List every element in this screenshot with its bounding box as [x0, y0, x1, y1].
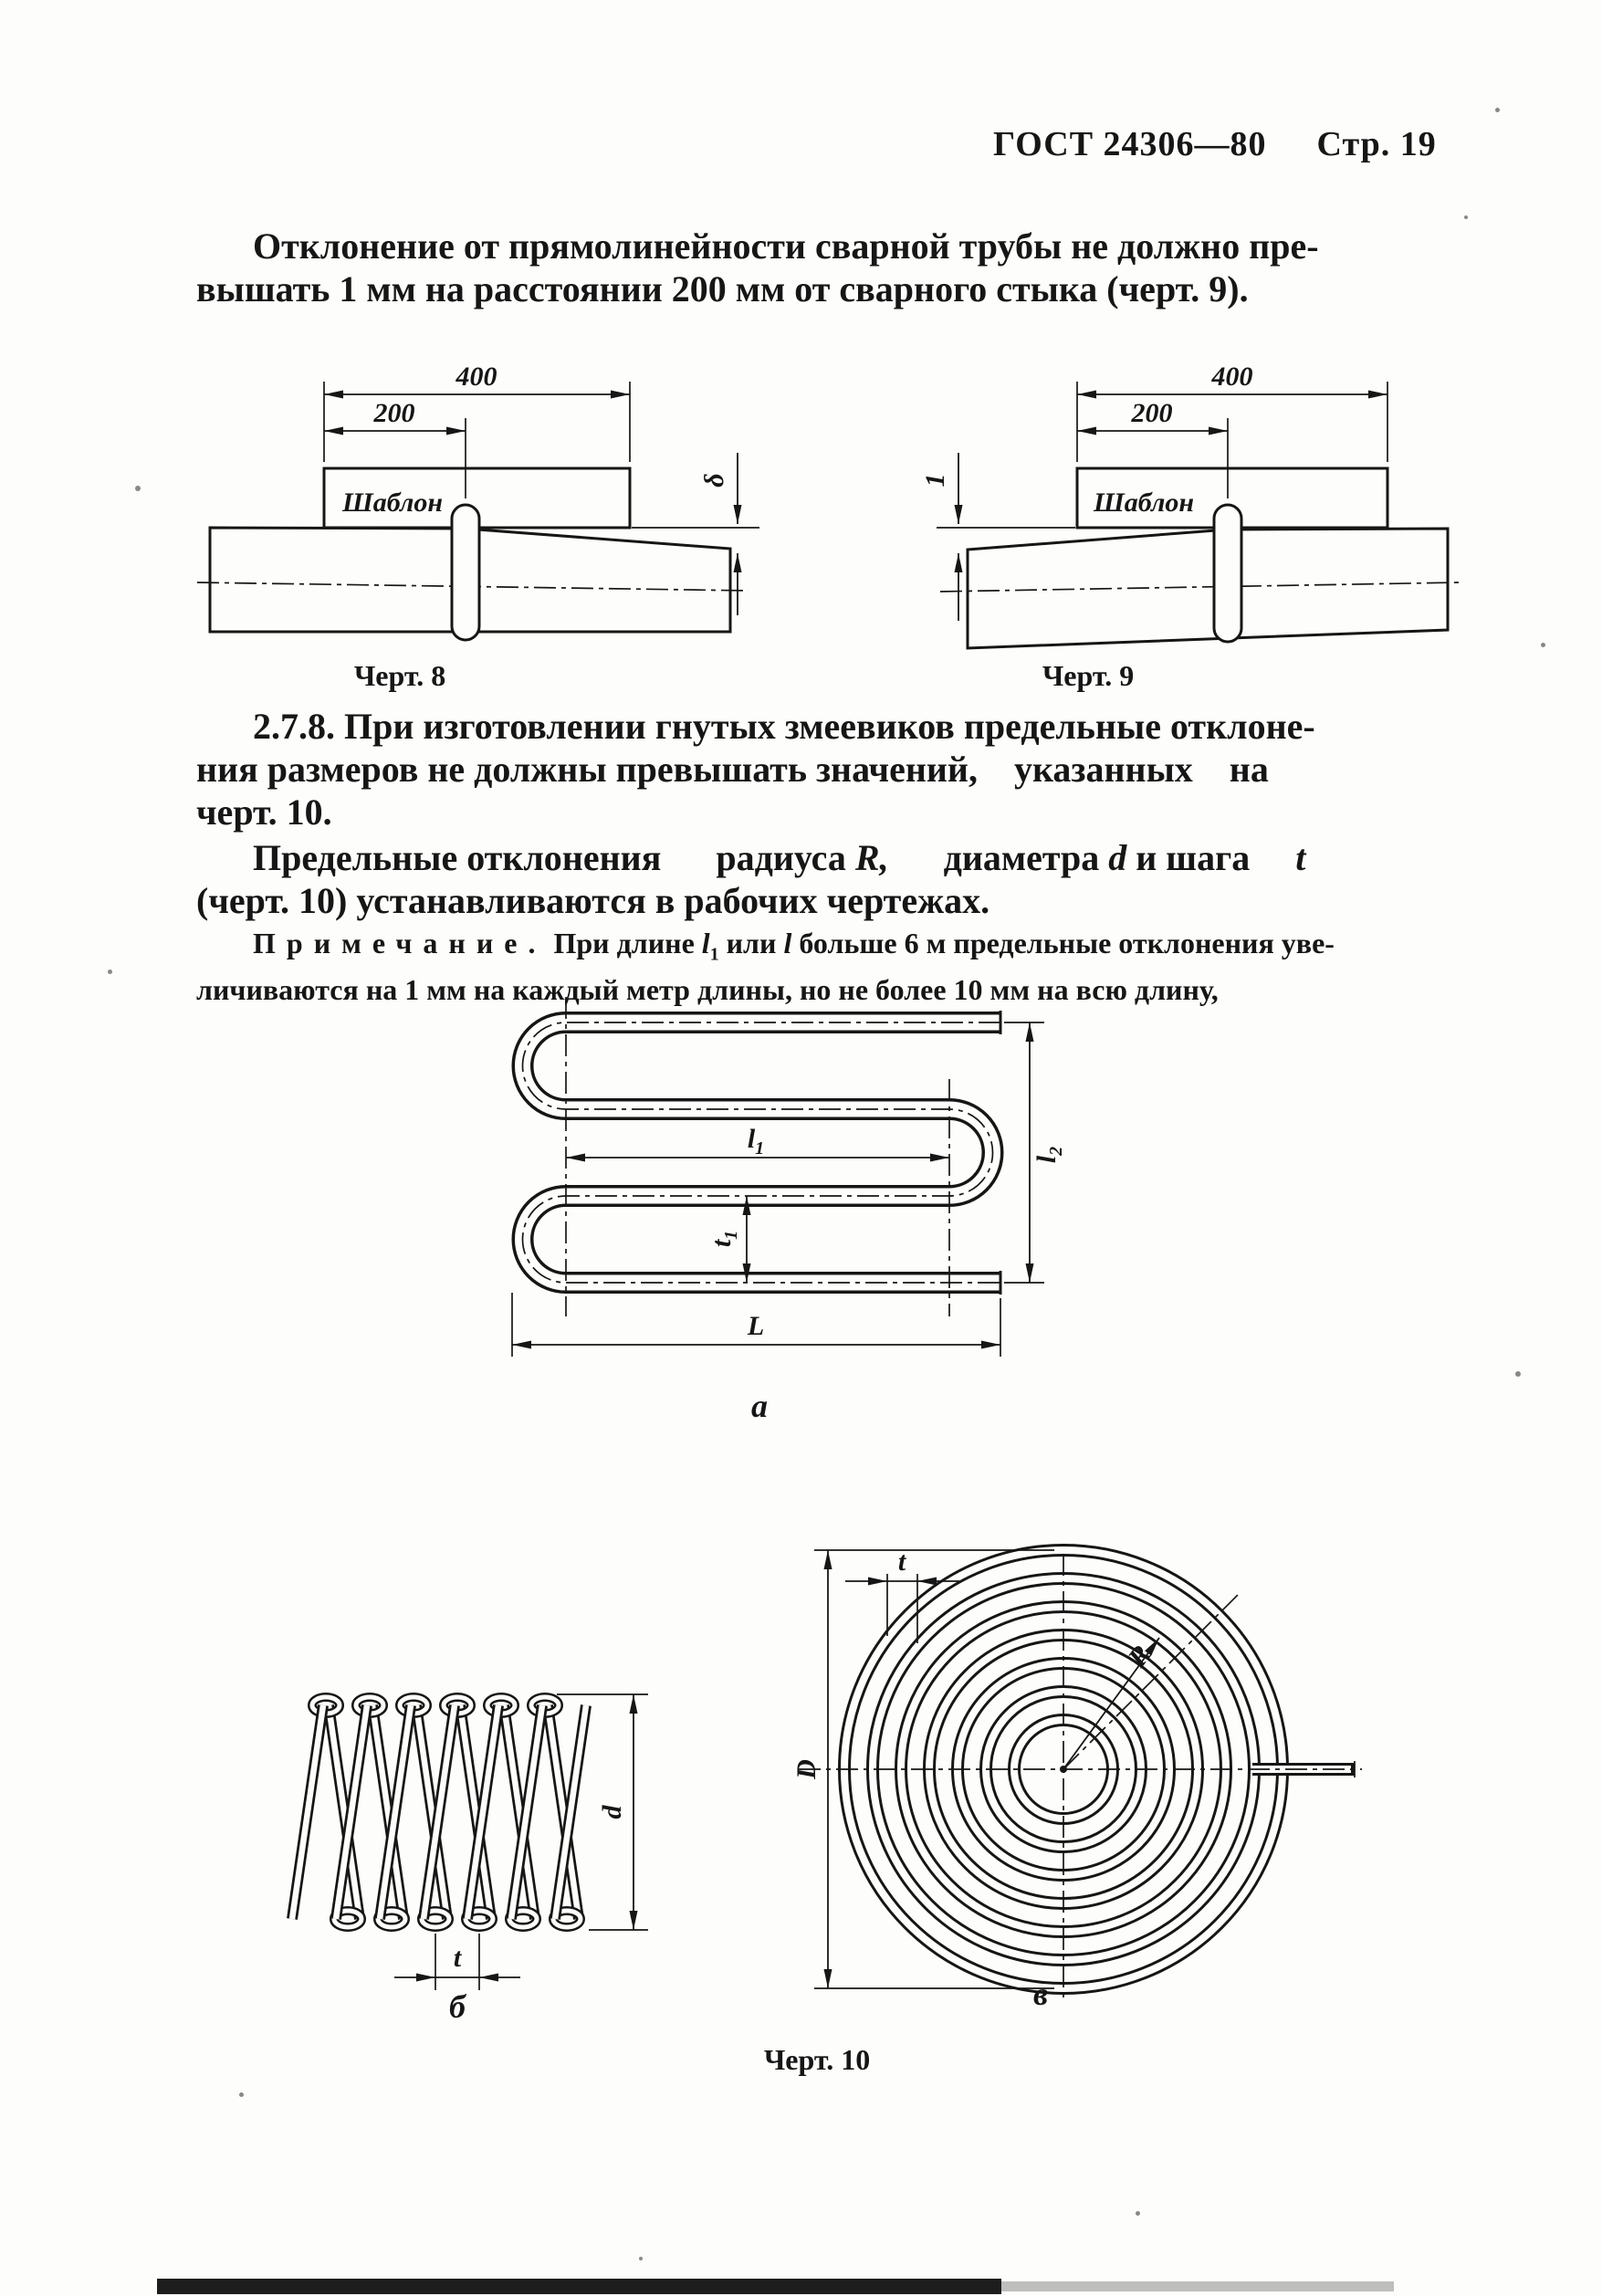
dim-l2-label: l2: [1031, 1147, 1066, 1163]
fig9-dim-200: 200: [1077, 398, 1229, 498]
label-b: б: [449, 1988, 467, 2025]
text-segment: При длине: [546, 927, 702, 959]
figure-10a-serpentine: l1 t1 l2 L а: [511, 997, 1066, 1424]
fig8-deviation-label: δ: [699, 473, 729, 487]
text-line: вышать 1 мм на расстоянии 200 мм от свар…: [196, 268, 1249, 309]
dim-t-spiral-label: t: [898, 1546, 907, 1577]
fig9-dim-400-label: 400: [1211, 362, 1253, 392]
text-segment: больше 6 м предельные отклонения уве-: [791, 927, 1335, 959]
scan-speck: [1495, 108, 1500, 112]
text-segment: Предельные отклонения радиуса: [253, 837, 855, 878]
text-line: Примечание. При длине l1 или l больше 6 …: [196, 926, 1476, 972]
page-header: ГОСТ 24306—80 Стр. 19: [993, 124, 1437, 164]
text-line: ния размеров не должны превышать значени…: [196, 749, 1269, 790]
figure-10b-helical-coil: d t б: [287, 1693, 648, 2025]
label-v: в: [1033, 1976, 1048, 2008]
fig9-dim-400: 400: [1076, 362, 1388, 462]
fig8-dim-400: 400: [323, 362, 631, 462]
text-line: черт. 10.: [196, 792, 332, 833]
note-label: Примечание.: [253, 927, 547, 959]
fig8-template-label: Шаблон: [341, 488, 443, 518]
fig9-weld-seam: [1212, 503, 1243, 644]
var-l1: l: [701, 927, 710, 959]
var-l: l: [783, 927, 792, 959]
text-line: личиваются на 1 мм на каждый метр длины,…: [196, 973, 1219, 1007]
fig8-weld-seam: [450, 503, 481, 642]
scan-speck: [639, 2257, 643, 2260]
scan-speck: [1136, 2211, 1140, 2216]
figure-10-caption: Черт. 10: [763, 2043, 871, 2076]
coil-back-strands: [323, 1704, 584, 1920]
fig8-dim-400-label: 400: [455, 362, 497, 392]
scan-artifact-bar-faded: [1001, 2281, 1394, 2291]
text-segment: диаметра: [888, 837, 1109, 878]
scan-speck: [1515, 1371, 1521, 1377]
paragraph-2-7-8: 2.7.8. При изготовлении гнутых змеевиков…: [196, 705, 1467, 833]
dim-l1-label: l1: [748, 1124, 764, 1158]
dim-t-helical-label: t: [454, 1943, 463, 1973]
figure-8-caption: Черт. 8: [353, 659, 446, 692]
text-line: (черт. 10) устанавливаются в рабочих чер…: [196, 880, 990, 921]
dim-L: L: [511, 1293, 1001, 1357]
fig9-deviation-dim: 1: [920, 453, 1075, 621]
coil-bottom-caps: [330, 1906, 585, 1932]
dim-t-spiral: t: [845, 1546, 959, 1643]
dim-d-label: d: [597, 1805, 627, 1819]
fig9-pipe: [939, 527, 1460, 650]
scan-speck: [1541, 643, 1545, 647]
figure-9-drawing: Шаблон 400 200 1: [920, 362, 1460, 650]
scan-artifact-bar: [157, 2279, 1001, 2294]
dim-D-label: D: [791, 1759, 822, 1780]
text-segment: или: [718, 927, 784, 959]
label-a: а: [751, 1388, 768, 1424]
dim-t1: t1: [707, 1196, 751, 1283]
var-l1-sub: 1: [709, 944, 719, 965]
text-line: Отклонение от прямолинейности сварной тр…: [253, 225, 1319, 267]
note-paragraph: Примечание. При длине l1 или l больше 6 …: [196, 926, 1476, 1008]
scan-speck: [1464, 215, 1468, 219]
figure-9-caption: Черт. 9: [1042, 659, 1135, 692]
text-segment: и шага: [1126, 837, 1296, 878]
fig8-deviation-dim: δ: [632, 453, 759, 615]
dim-L-label: L: [747, 1311, 764, 1341]
dim-t-helical: t: [394, 1934, 520, 1990]
coil-front-strands: [287, 1704, 592, 1920]
fig8-dim-200-label: 200: [373, 398, 415, 428]
dim-l2: l2: [1004, 1022, 1066, 1284]
fig9-deviation-label: 1: [920, 474, 950, 488]
fig9-dim-200-label: 200: [1131, 398, 1173, 428]
var-d: d: [1108, 837, 1127, 878]
var-R: R,: [854, 837, 889, 878]
scan-speck: [108, 970, 112, 974]
serpentine-coil: [511, 1011, 1004, 1295]
doc-number: ГОСТ 24306—80: [993, 125, 1267, 163]
dim-l1: l1: [566, 1124, 949, 1162]
var-t: t: [1295, 837, 1306, 878]
scan-speck: [239, 2092, 244, 2097]
text-line: Предельные отклонения радиуса R, диаметр…: [196, 836, 1467, 879]
page-number: Стр. 19: [1316, 125, 1437, 163]
paragraph-deviations-rdt: Предельные отклонения радиуса R, диаметр…: [196, 836, 1467, 922]
figure-8-drawing: Шаблон 400 200 δ: [196, 362, 759, 642]
dim-t1-label: t1: [707, 1231, 741, 1247]
dim-D: D: [791, 1549, 1054, 1989]
paragraph-straightness: Отклонение от прямолинейности сварной тр…: [196, 225, 1467, 310]
fig9-template-label: Шаблон: [1093, 488, 1194, 518]
text-line: 2.7.8. При изготовлении гнутых змеевиков…: [253, 706, 1315, 747]
coil-top-caps: [308, 1693, 563, 1718]
dim-d: d: [557, 1693, 648, 1931]
fig8-dim-200: 200: [324, 398, 466, 498]
scan-speck: [135, 486, 141, 491]
figure-10v-spiral-coil: R t D в: [791, 1544, 1362, 2008]
